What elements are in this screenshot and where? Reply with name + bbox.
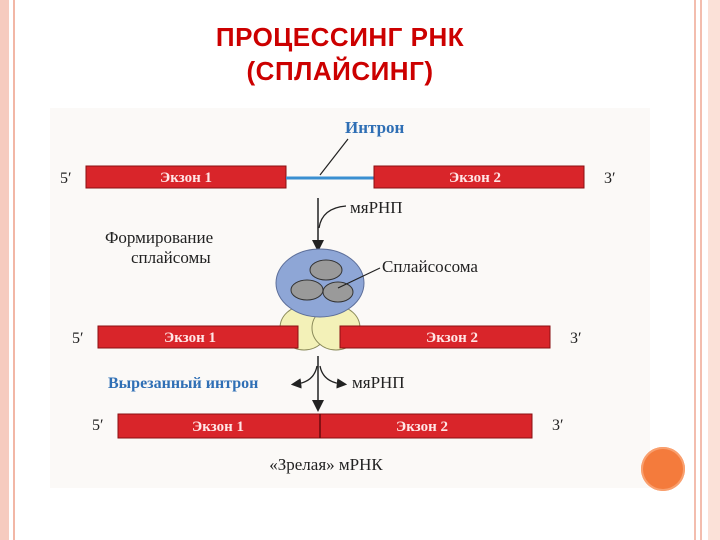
row2-five-prime: 5′ (72, 330, 84, 347)
spliceosome-pointer-line (337, 267, 381, 289)
slide-title-line2: (СПЛАЙСИНГ) (246, 56, 434, 86)
mature-mrna-label: «Зрелая» мРНК (269, 455, 383, 474)
slide-frame-right-line (700, 0, 702, 540)
row1-exon2-label: Экзон 2 (449, 170, 501, 186)
row2-exon2-bar (339, 325, 551, 349)
slide-title-line1: ПРОЦЕССИНГ РНК (215, 22, 465, 52)
row1-exon2-bar (373, 165, 585, 189)
row2-exon1-label: Экзон 1 (164, 330, 216, 346)
row1-three-prime: 3′ (604, 170, 616, 187)
row2-three-prime: 3′ (570, 330, 582, 347)
snrnp-label-2: мяРНП (352, 373, 405, 392)
snrnp-release-curve (319, 365, 348, 389)
row3-exon1-label: Экзон 1 (192, 419, 244, 435)
intron-label: Интрон (345, 118, 405, 137)
row3-exon2-bar (319, 413, 533, 439)
row1-exon1-label: Экзон 1 (160, 170, 212, 186)
spliceosome-grey-subunit (309, 259, 343, 281)
row2-exon2-label: Экзон 2 (426, 330, 478, 346)
row3-exon2-label: Экзон 2 (396, 419, 448, 435)
row3-five-prime: 5′ (92, 417, 104, 434)
spliceosome-grey-subunit (322, 281, 354, 303)
slide-frame-left-line (13, 0, 15, 540)
slide-frame-left (0, 0, 9, 540)
formation-label-line2: сплайсомы (131, 248, 211, 267)
spliceosome-grey-subunit (290, 279, 324, 301)
row3-three-prime: 3′ (552, 417, 564, 434)
accent-circle (641, 447, 685, 491)
intron-pointer-line (319, 138, 349, 176)
snrnp-join-curve (318, 205, 347, 229)
formation-label-line1: Формирование (105, 228, 213, 247)
spliceosome-label: Сплайсосома (382, 257, 478, 276)
slide-frame-right-line (694, 0, 696, 540)
snrnp-label-1: мяРНП (350, 198, 403, 217)
excised-intron-label: Вырезанный интрон (108, 375, 258, 392)
excised-intron-curve (290, 365, 318, 389)
row2-exon1-bar (97, 325, 299, 349)
row1-five-prime: 5′ (60, 170, 72, 187)
slide-title: ПРОЦЕССИНГ РНК (СПЛАЙСИНГ) (150, 20, 530, 88)
slide-frame-right (708, 0, 720, 540)
spliceosome-blue-body (275, 248, 365, 318)
